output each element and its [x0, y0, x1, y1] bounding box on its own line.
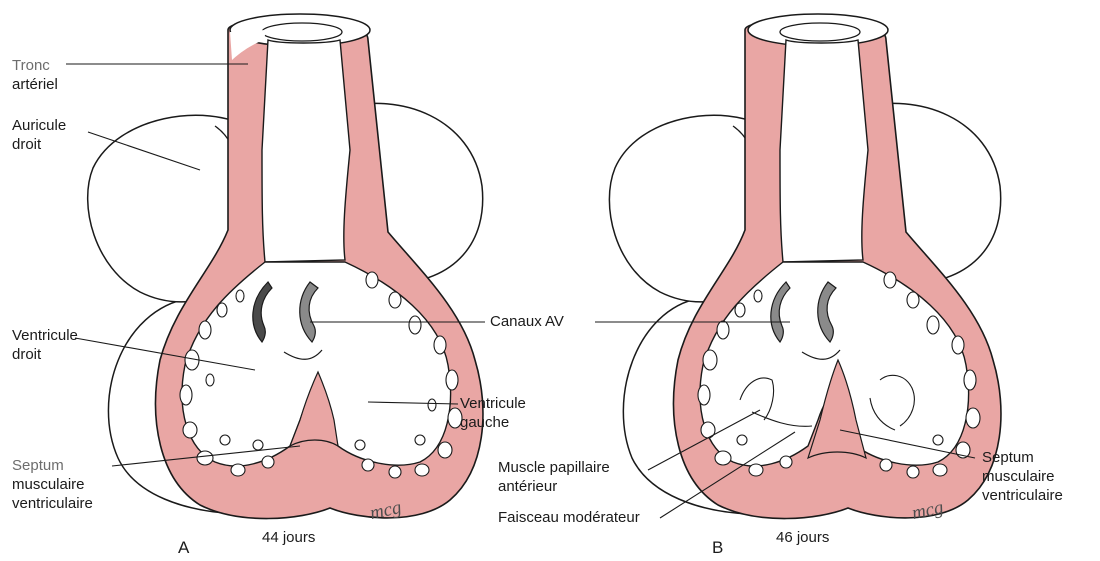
label-septum-b-line1: Septum	[982, 448, 1063, 467]
panel-b-letter: B	[712, 538, 723, 557]
label-muscle-line2: antérieur	[498, 477, 610, 496]
heart-a-drawing	[88, 14, 483, 519]
panel-a-letter: A	[178, 538, 189, 557]
label-septum-b-line3: ventriculaire	[982, 486, 1063, 505]
label-septum-a: Septum musculaire ventriculaire	[12, 456, 93, 513]
label-auricule-line2: droit	[12, 135, 66, 154]
label-ventricule-droit: Ventricule droit	[12, 326, 78, 364]
label-canaux-av: Canaux AV	[490, 312, 564, 331]
label-ventricule-gauche: Ventricule gauche	[460, 394, 526, 432]
label-auricule-droit: Auricule droit	[12, 116, 66, 154]
label-septum-a-line1: Septum	[12, 456, 93, 475]
label-tronc-arteriel: Tronc artériel	[12, 56, 58, 94]
heart-b-drawing	[609, 14, 1001, 519]
label-septum-a-line2: musculaire	[12, 475, 93, 494]
panel-a-age: 44 jours	[262, 528, 315, 547]
label-septum-b: Septum musculaire ventriculaire	[982, 448, 1063, 505]
label-septum-b-line2: musculaire	[982, 467, 1063, 486]
label-septum-a-line3: ventriculaire	[12, 494, 93, 513]
label-ventricule-gauche-line2: gauche	[460, 413, 526, 432]
label-muscle-papillaire: Muscle papillaire antérieur	[498, 458, 610, 496]
label-ventricule-gauche-line1: Ventricule	[460, 394, 526, 413]
label-ventricule-droit-line1: Ventricule	[12, 326, 78, 345]
label-tronc-line1: Tronc	[12, 56, 58, 75]
label-faisceau-moderateur: Faisceau modérateur	[498, 508, 640, 527]
label-muscle-line1: Muscle papillaire	[498, 458, 610, 477]
label-tronc-line2: artériel	[12, 75, 58, 94]
label-auricule-line1: Auricule	[12, 116, 66, 135]
label-ventricule-droit-line2: droit	[12, 345, 78, 364]
panel-b-age: 46 jours	[776, 528, 829, 547]
